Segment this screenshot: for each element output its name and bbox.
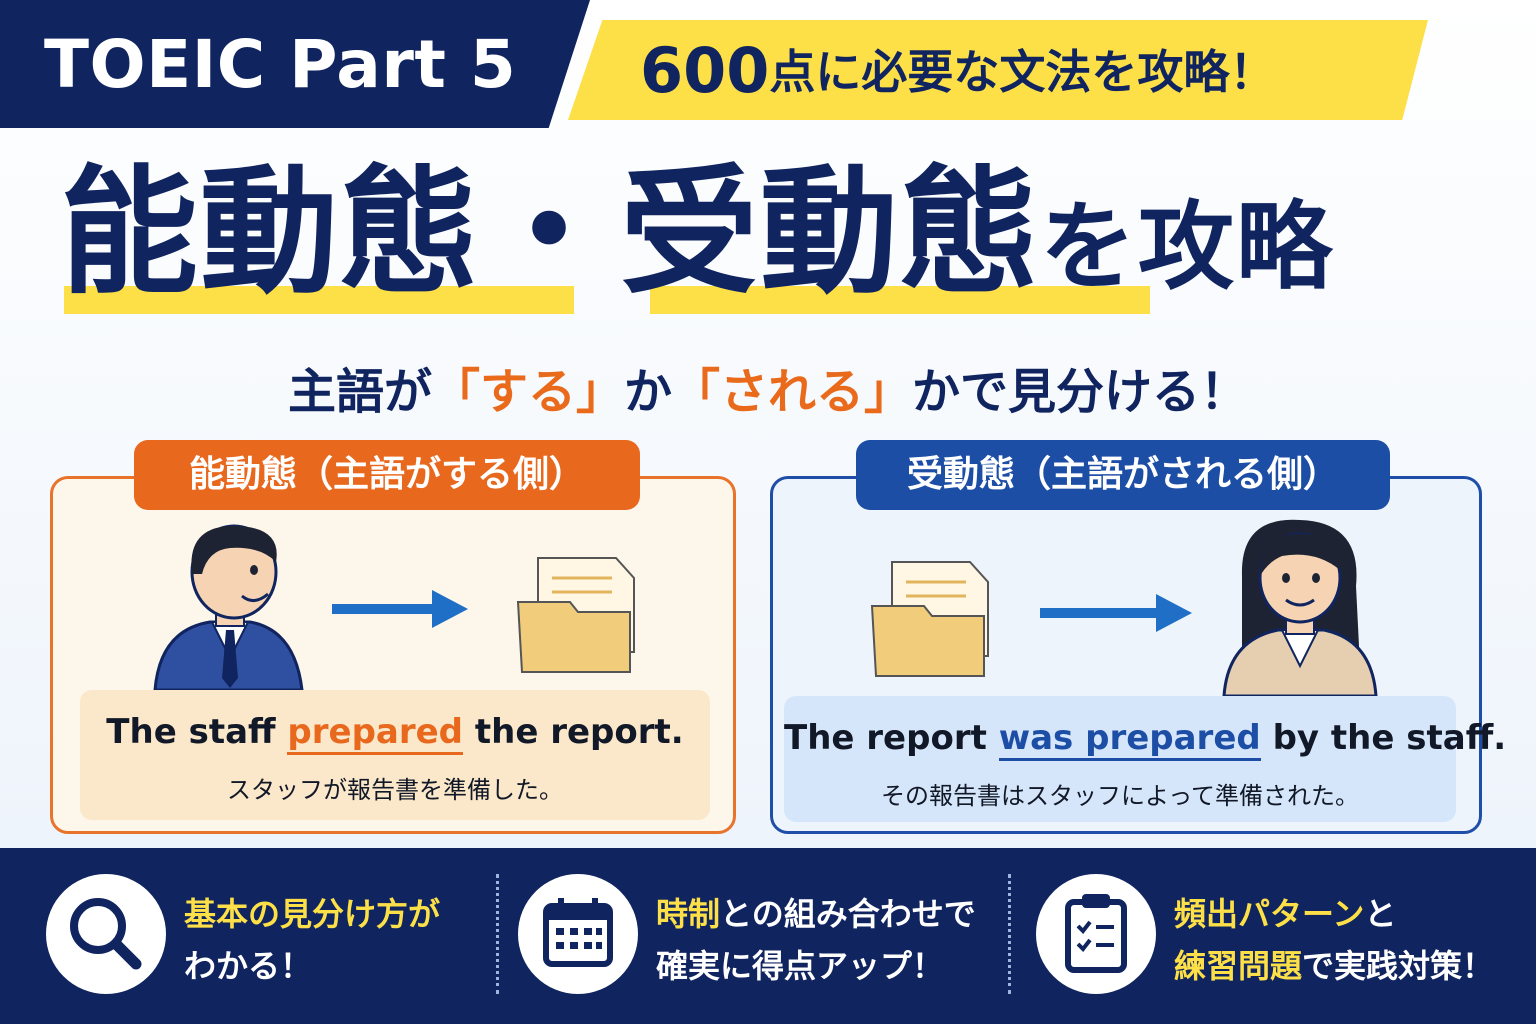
passive-example-box: The report was prepared by the staff. その… — [784, 696, 1506, 822]
sentence-part: The report — [784, 718, 999, 758]
subtitle-sareru: 「される」 — [672, 364, 913, 420]
feature-icon-circle — [1036, 874, 1156, 994]
active-example-sentence: The staff prepared the report. — [80, 712, 710, 755]
feature-practice: 頻出パターンと練習問題で実践対策！ — [1036, 862, 1516, 1010]
feature-band — [0, 848, 1536, 1024]
sentence-part: The staff — [106, 712, 288, 752]
folder-icon — [870, 561, 989, 677]
feature-highlight: 時制 — [656, 895, 721, 933]
calendar-icon — [543, 898, 613, 967]
subtitle-part: か — [623, 364, 672, 420]
title-text: 能動態・受動態を攻略 — [60, 158, 1334, 322]
folder-icon — [516, 557, 635, 673]
feature-part: が — [408, 895, 441, 933]
feature-text: 基本の見分け方がわかる！ — [184, 888, 440, 992]
subtitle-suru: 「する」 — [431, 364, 624, 420]
active-voice-tag: 能動態（主語がする側） — [134, 440, 640, 510]
title-dot: ・ — [480, 152, 621, 313]
passive-verb: was prepared — [998, 718, 1261, 761]
passive-voice-tag: 受動態（主語がされる側） — [856, 440, 1390, 510]
series-banner — [0, 0, 590, 128]
feature-icon-circle — [46, 874, 166, 994]
goal-number: 600 — [640, 34, 770, 107]
feature-part: との組み合わせで — [720, 895, 976, 933]
feature-tense: 時制との組み合わせで確実に得点アップ！ — [518, 862, 1008, 1010]
arrow-right-icon — [1040, 594, 1192, 632]
subtitle-part: 主語が — [287, 364, 432, 420]
title-passive: 受動態 — [620, 152, 1041, 313]
passive-example-sentence: The report was prepared by the staff. — [784, 718, 1506, 761]
sentence-part: the report. — [463, 712, 684, 752]
subtitle-part: かで見分ける！ — [912, 364, 1249, 420]
feature-part: と — [1364, 895, 1397, 933]
feature-text: 頻出パターンと練習問題で実践対策！ — [1174, 888, 1494, 992]
active-verb: prepared — [287, 712, 464, 755]
active-example-box: The staff prepared the report. スタッフが報告書を… — [80, 690, 710, 820]
divider — [1008, 874, 1011, 994]
feature-part: 確実に得点アップ！ — [656, 947, 945, 985]
feature-part: で実践対策！ — [1302, 947, 1495, 985]
feature-text: 時制との組み合わせで確実に得点アップ！ — [656, 888, 976, 992]
main-title: 能動態・受動態を攻略 — [60, 158, 1500, 328]
arrow-right-icon — [332, 590, 468, 628]
title-suffix: を攻略 — [1040, 191, 1335, 303]
active-translation: スタッフが報告書を準備した。 — [227, 776, 563, 804]
magnifier-icon — [70, 898, 142, 970]
feature-highlight: 基本の見分け方 — [184, 895, 409, 933]
businesswoman-illustration — [1222, 519, 1378, 696]
title-active: 能動態 — [60, 152, 481, 313]
series-title: TOEIC Part 5 — [44, 26, 517, 103]
title-highlight-active — [64, 286, 574, 314]
divider — [496, 874, 499, 994]
feature-basics: 基本の見分け方がわかる！ — [46, 862, 496, 1010]
goal-text: 600点に必要な文法を攻略！ — [640, 34, 1275, 107]
feature-highlight: 練習問題 — [1174, 947, 1303, 985]
subtitle: 主語が「する」か「される」かで見分ける！ — [0, 352, 1536, 422]
feature-highlight: 頻出パターン — [1174, 895, 1365, 933]
clipboard-checklist-icon — [1065, 894, 1127, 973]
feature-icon-circle — [518, 874, 638, 994]
title-highlight-passive — [650, 286, 1150, 314]
sentence-part: by the staff. — [1260, 718, 1507, 758]
goal-label: 点に必要な文法を攻略！ — [769, 45, 1276, 99]
passive-translation: その報告書はスタッフによって準備された。 — [880, 782, 1360, 810]
goal-banner — [568, 20, 1428, 120]
feature-part: わかる！ — [184, 947, 313, 985]
businessman-illustration — [153, 524, 304, 690]
